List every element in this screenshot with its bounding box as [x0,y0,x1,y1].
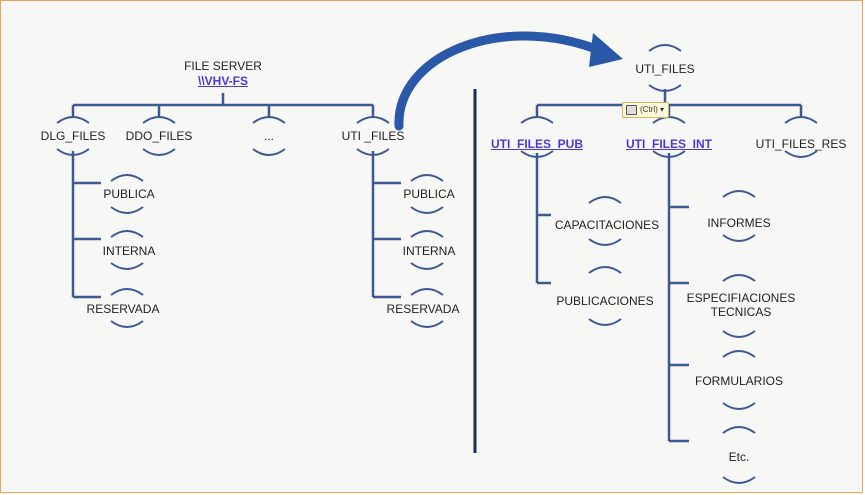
node-formularios: FORMULARIOS [694,374,784,388]
clipboard-icon [626,105,637,115]
file-server-title: FILE SERVER [184,59,262,73]
node-uti-files-pub[interactable]: UTI_FILES_PUB [490,137,584,151]
node-informes: INFORMES [707,216,771,230]
node-uti-interna: INTERNA [402,244,456,258]
node-etc: Etc. [728,450,750,464]
node-dlg-interna: INTERNA [102,244,156,258]
node-capacitaciones: CAPACITACIONES [554,218,660,232]
file-server-link[interactable]: \\VHV-FS [197,74,249,88]
node-ellipsis: ... [263,129,275,143]
node-uti-files-int[interactable]: UTI_FILES_INT [625,137,713,151]
move-arrow-head [589,33,623,67]
node-dlg-reservada: RESERVADA [86,302,160,316]
paste-options-button[interactable]: (Ctrl) ▾ [622,102,670,118]
node-uti-files: UTI _FILES [341,129,405,143]
node-especificaciones-tecnicas: ESPECIFIACIONES TECNICAS [686,291,796,319]
node-uti-files-res: UTI_FILES_RES [755,137,847,151]
node-uti-reservada: RESERVADA [386,302,460,316]
move-arrow [394,31,606,131]
node-right-root: UTI_FILES [635,62,695,76]
node-dlg-publica: PUBLICA [103,187,155,201]
paste-options-label: (Ctrl) ▾ [640,105,665,114]
node-arcs [56,44,818,484]
node-dlg-files: DLG_FILES [40,129,106,143]
node-ddo-files: DDO_FILES [125,129,193,143]
node-publicaciones: PUBLICACIONES [556,294,654,308]
node-uti-publica: PUBLICA [403,187,455,201]
left-tree-connectors [71,93,401,299]
